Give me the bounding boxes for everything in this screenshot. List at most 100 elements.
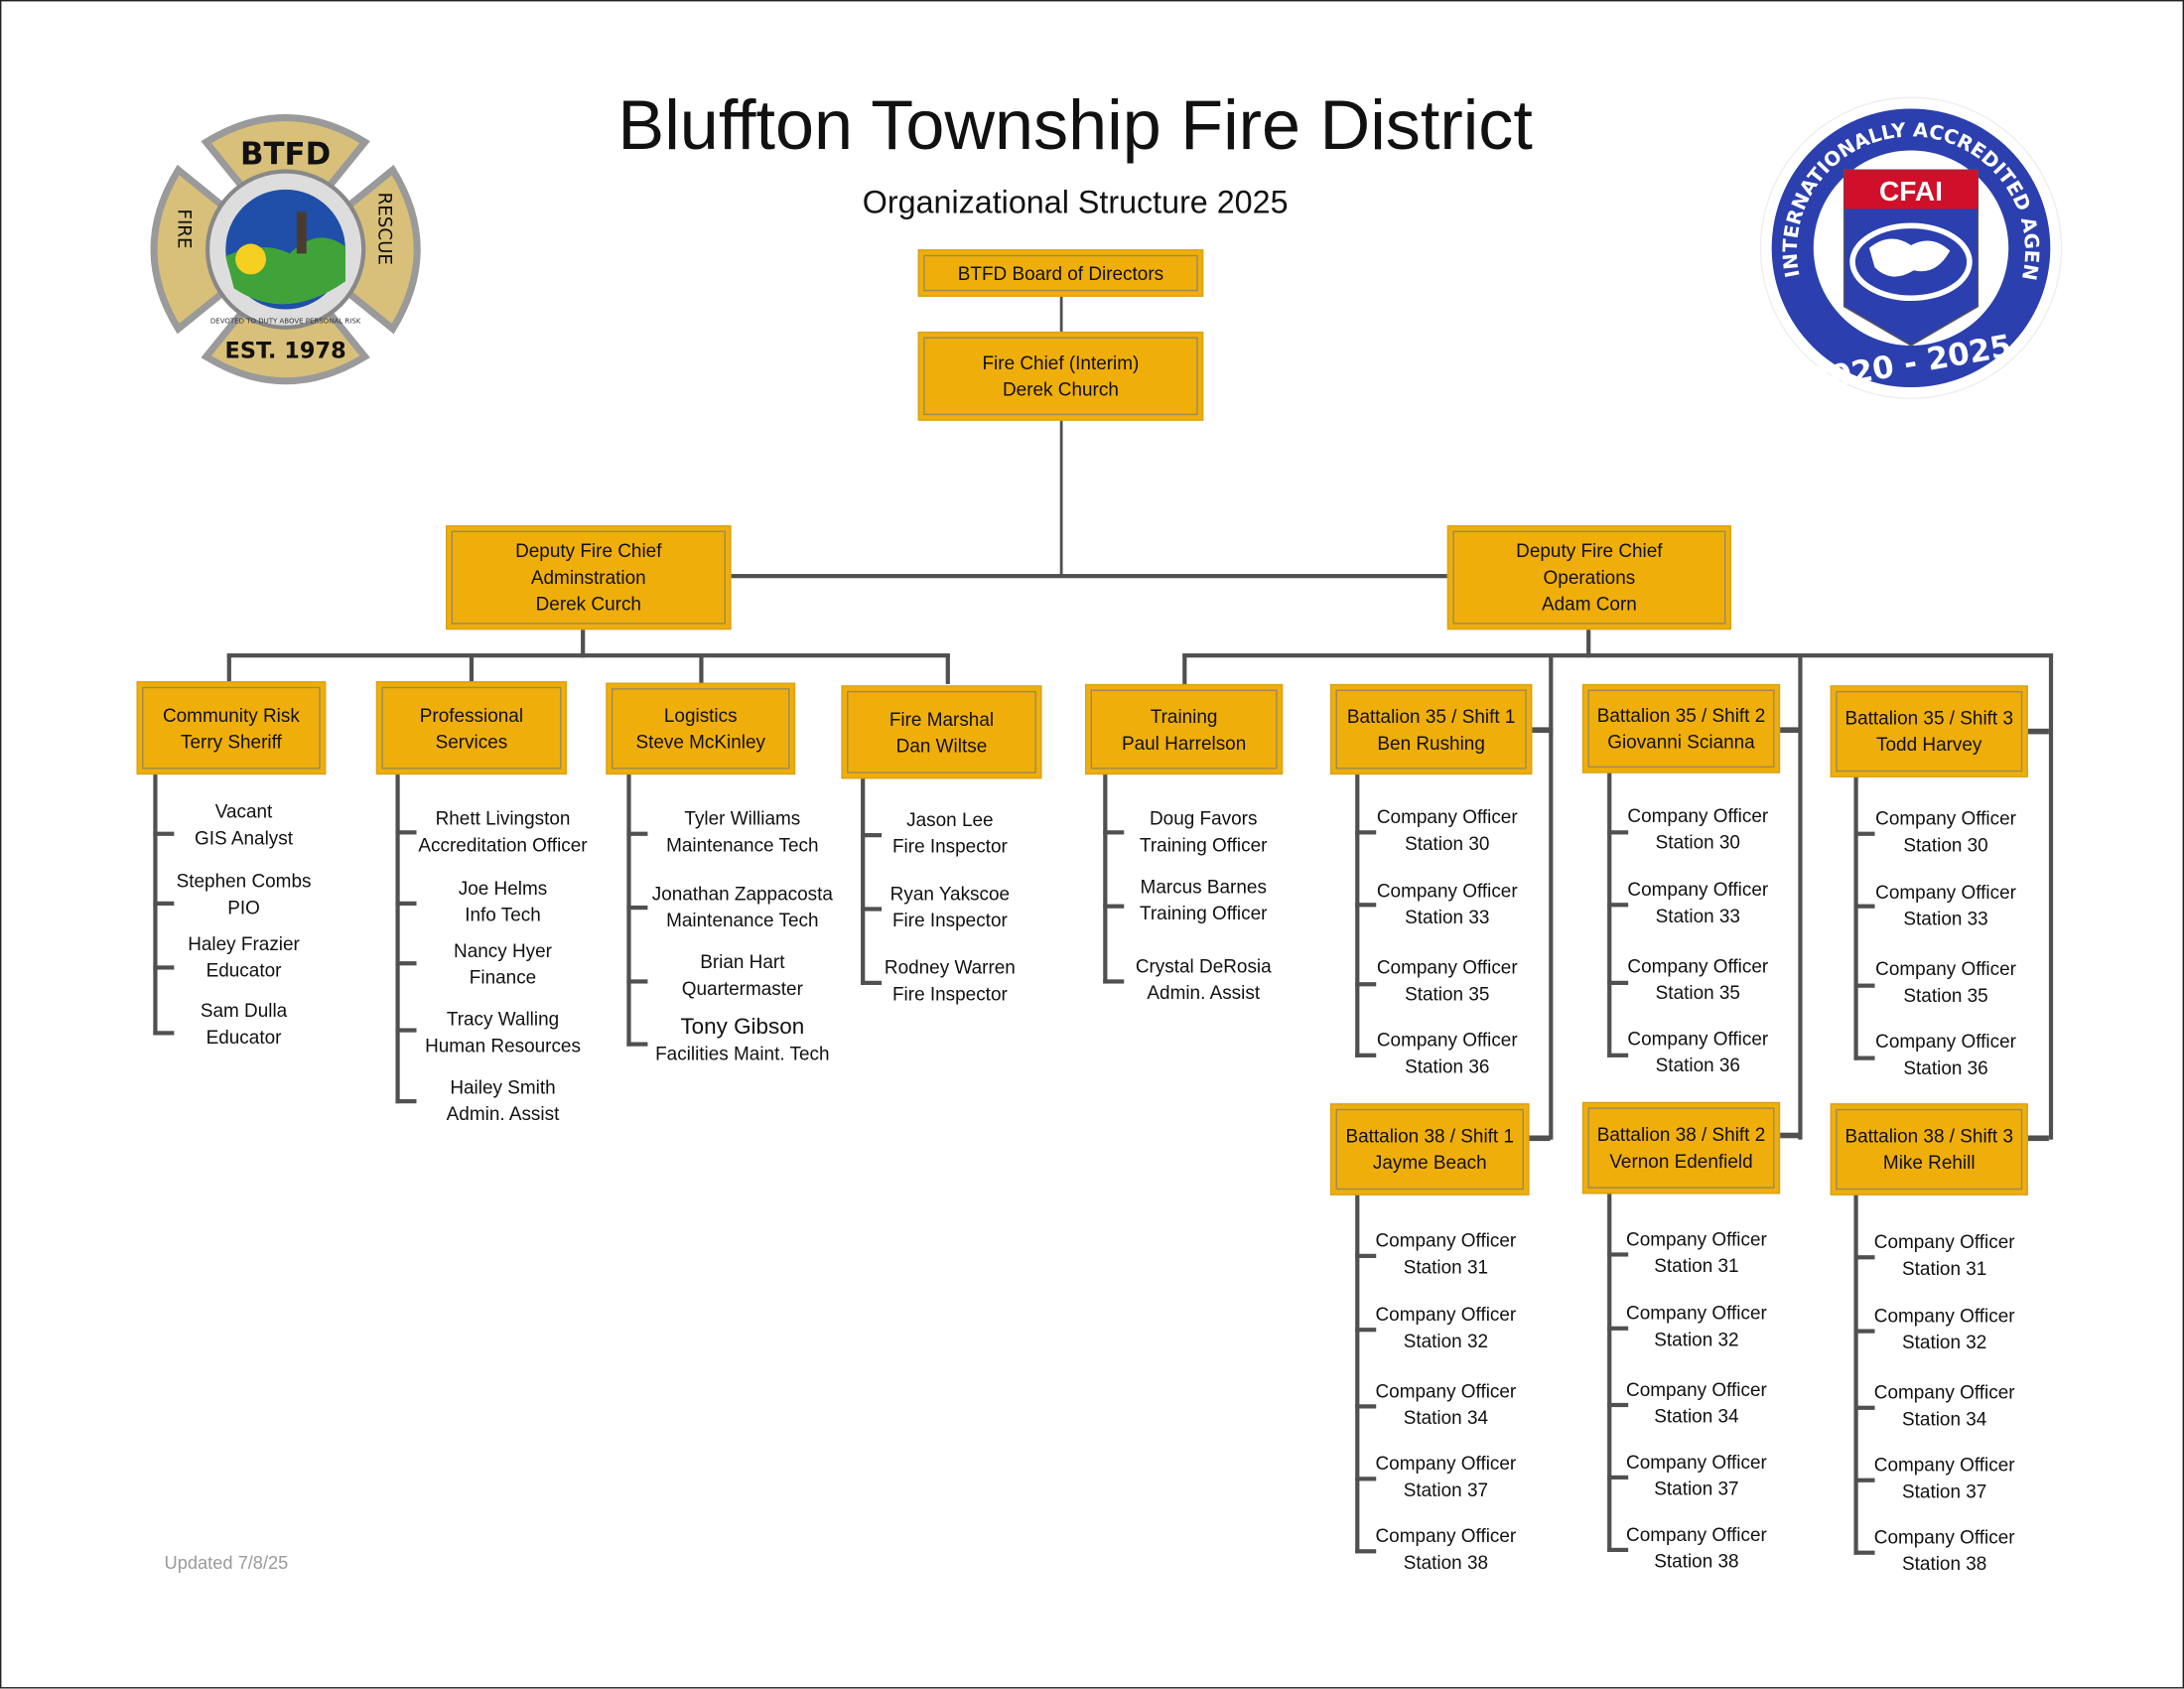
- member-role: Station 30: [1405, 833, 1490, 855]
- member-name: Company Officer: [1873, 1526, 2015, 1548]
- box-text-line: Operations: [1543, 567, 1636, 589]
- member-tick-line: [1853, 1329, 1875, 1334]
- member-name: Tyler Williams: [684, 807, 801, 829]
- member-name: Tracy Walling: [446, 1008, 560, 1030]
- member-role: Station 37: [1403, 1479, 1489, 1501]
- admin-drop-line: [699, 654, 704, 684]
- member-name: Company Officer: [1626, 1523, 1767, 1545]
- member-spine-line: [1355, 1195, 1360, 1554]
- member-tick-line: [395, 1099, 417, 1104]
- member-tick-line: [1355, 1253, 1377, 1258]
- member-name: Haley Frazier: [188, 933, 300, 955]
- btfd-left-text: FIRE: [174, 209, 195, 248]
- member-role: Station 36: [1655, 1055, 1740, 1076]
- member-name: Company Officer: [1875, 958, 2016, 980]
- battalion-stub-line: [1532, 727, 1554, 734]
- member-tick-line: [626, 831, 648, 836]
- member-name: Hailey Smith: [450, 1076, 556, 1098]
- member-role: Station 34: [1403, 1407, 1489, 1429]
- member-role: Station 33: [1655, 905, 1740, 927]
- member-tick-line: [1853, 1255, 1875, 1260]
- member-role: Fire Inspector: [891, 983, 1008, 1005]
- member-role: Station 34: [1902, 1408, 1987, 1430]
- member-role: Station 31: [1403, 1256, 1489, 1278]
- member-tick-line: [1355, 830, 1377, 835]
- battalion-feed-line: [1798, 654, 1803, 1140]
- member-name: Stephen Combs: [176, 870, 312, 892]
- member-tick-line: [626, 905, 648, 911]
- member-name: Rhett Livingston: [435, 807, 571, 829]
- member-tick-line: [153, 831, 175, 836]
- member-role: Station 37: [1902, 1480, 1987, 1502]
- member-tick-line: [1607, 1053, 1629, 1057]
- btfd-ring-text: DEVOTED TO DUTY ABOVE PERSONAL RISK: [210, 317, 361, 326]
- member-spine-line: [1853, 1195, 1858, 1555]
- member-tick-line: [1853, 1550, 1875, 1555]
- member-name: Crystal DeRosia: [1135, 955, 1272, 977]
- member-tick-line: [395, 1028, 417, 1033]
- box-text-line: Derek Church: [1003, 378, 1119, 400]
- member-role: Station 30: [1903, 834, 1988, 856]
- battalion-stub-line: [1780, 727, 1802, 734]
- box-text-line: Adam Corn: [1541, 593, 1637, 615]
- ops-bus-line: [1182, 653, 2054, 658]
- member-role: Fire Inspector: [891, 835, 1008, 857]
- node-box-board: BTFD Board of Directors: [917, 249, 1204, 297]
- member-name: Doug Favors: [1150, 807, 1258, 829]
- member-role: Station 38: [1902, 1553, 1987, 1575]
- member-role: Station 38: [1654, 1550, 1739, 1572]
- member-name: Company Officer: [1875, 807, 2016, 829]
- admin-bus-line: [226, 653, 950, 658]
- member-name: Company Officer: [1873, 1231, 2015, 1253]
- member-spine-line: [626, 774, 631, 1047]
- member-spine-line: [395, 774, 400, 1104]
- member-tick-line: [1607, 1252, 1629, 1257]
- member-role: Educator: [205, 1027, 282, 1049]
- member-role: Facilities Maint. Tech: [655, 1043, 830, 1064]
- member-role: Station 35: [1903, 984, 1988, 1007]
- box-text-line: Paul Harrelson: [1121, 732, 1247, 754]
- member-name: Company Officer: [1626, 1451, 1767, 1474]
- member-role: Station 30: [1655, 831, 1740, 853]
- member-name: Company Officer: [1626, 1302, 1767, 1324]
- admin-drop-line: [226, 654, 231, 684]
- member-tick-line: [1103, 904, 1125, 909]
- member-spine-line: [861, 778, 866, 985]
- member-name: Company Officer: [1627, 804, 1769, 827]
- member-tick-line: [153, 901, 175, 906]
- member-tick-line: [1853, 1405, 1875, 1410]
- member-role: Station 36: [1903, 1056, 1988, 1078]
- member-name: Company Officer: [1627, 1028, 1769, 1050]
- box-text-line: Todd Harvey: [1876, 734, 1982, 756]
- member-name: Joe Helms: [458, 877, 548, 899]
- member-name: Marcus Barnes: [1140, 876, 1267, 898]
- member-tick-line: [1607, 980, 1629, 985]
- member-name: Company Officer: [1626, 1228, 1767, 1250]
- member-tick-line: [861, 980, 883, 985]
- member-role: Station 34: [1654, 1405, 1739, 1427]
- box-text-line: Derek Curch: [535, 593, 641, 615]
- box-text-line: Adminstration: [530, 567, 646, 589]
- member-role: Training Officer: [1140, 903, 1268, 924]
